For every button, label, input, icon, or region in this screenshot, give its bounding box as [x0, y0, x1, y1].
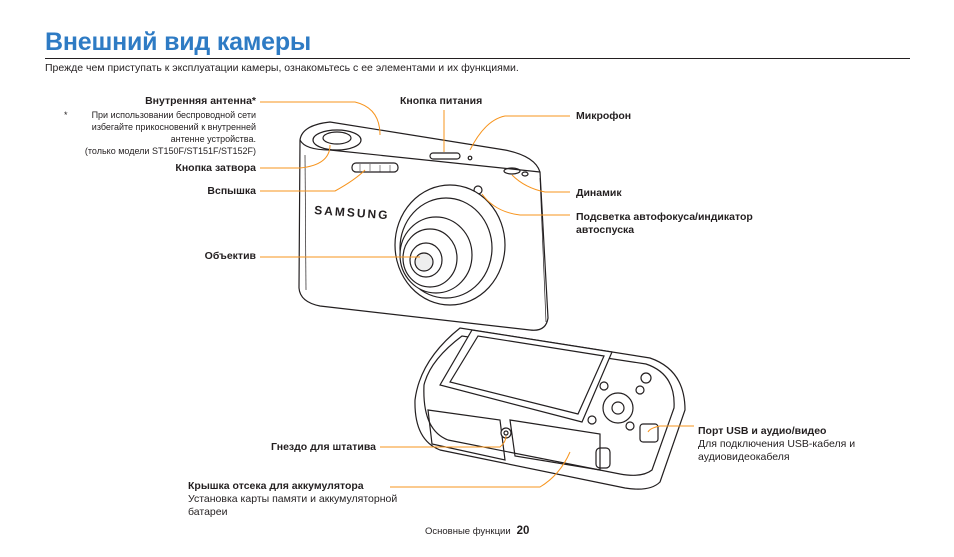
leader-antenna [260, 101, 381, 136]
footer-section: Основные функции [425, 526, 511, 537]
title-rule [45, 58, 910, 59]
leader-shutter [260, 144, 331, 169]
label-usb: Порт USB и аудио/видео Для подключения U… [698, 425, 856, 463]
label-speaker: Динамик [576, 187, 622, 199]
antenna-note-line: При использовании беспроводной сети [91, 110, 256, 120]
leader-tripod [380, 435, 507, 448]
camera-back [414, 327, 686, 490]
camera-front [298, 121, 549, 331]
page-title: Внешний вид камеры [45, 28, 312, 56]
intro-text: Прежде чем приступать к эксплуатации кам… [45, 62, 519, 74]
label-flash: Вспышка [207, 185, 256, 197]
label-lens: Объектив [204, 250, 256, 262]
label-battery: Крышка отсека для аккумулятора Установка… [188, 480, 398, 518]
antenna-note-line: антенне устройства. [170, 134, 256, 144]
leader-usb [647, 425, 694, 433]
leader-af [481, 193, 570, 216]
label-mic: Микрофон [576, 110, 632, 122]
page-footer: Основные функции 20 [425, 525, 529, 537]
label-power: Кнопка питания [400, 95, 483, 107]
leader-speaker [511, 174, 570, 193]
leader-flash [260, 169, 366, 192]
usb-desc: Для подключения USB-кабеля и аудиовидеок… [698, 438, 856, 463]
label-af-lamp: Подсветка автофокуса/индикатор автоспуск… [576, 211, 753, 236]
leader-lines [260, 101, 694, 488]
battery-desc: Установка карты памяти и аккумуляторной … [188, 493, 398, 518]
label-tripod: Гнездо для штатива [271, 441, 376, 453]
label-antenna: Внутренняя антенна* [145, 95, 256, 107]
antenna-note-line: избегайте прикосновений к внутренней [91, 122, 256, 132]
label-shutter: Кнопка затвора [175, 162, 256, 174]
page-number: 20 [516, 525, 530, 537]
camera-brand: SAMSUNG [314, 203, 390, 222]
antenna-note-line: (только модели ST150F/ST151F/ST152F) [84, 146, 256, 156]
antenna-note: * При использовании беспроводной сети из… [56, 109, 256, 157]
leader-battery [390, 451, 571, 488]
leader-mic [469, 115, 570, 151]
